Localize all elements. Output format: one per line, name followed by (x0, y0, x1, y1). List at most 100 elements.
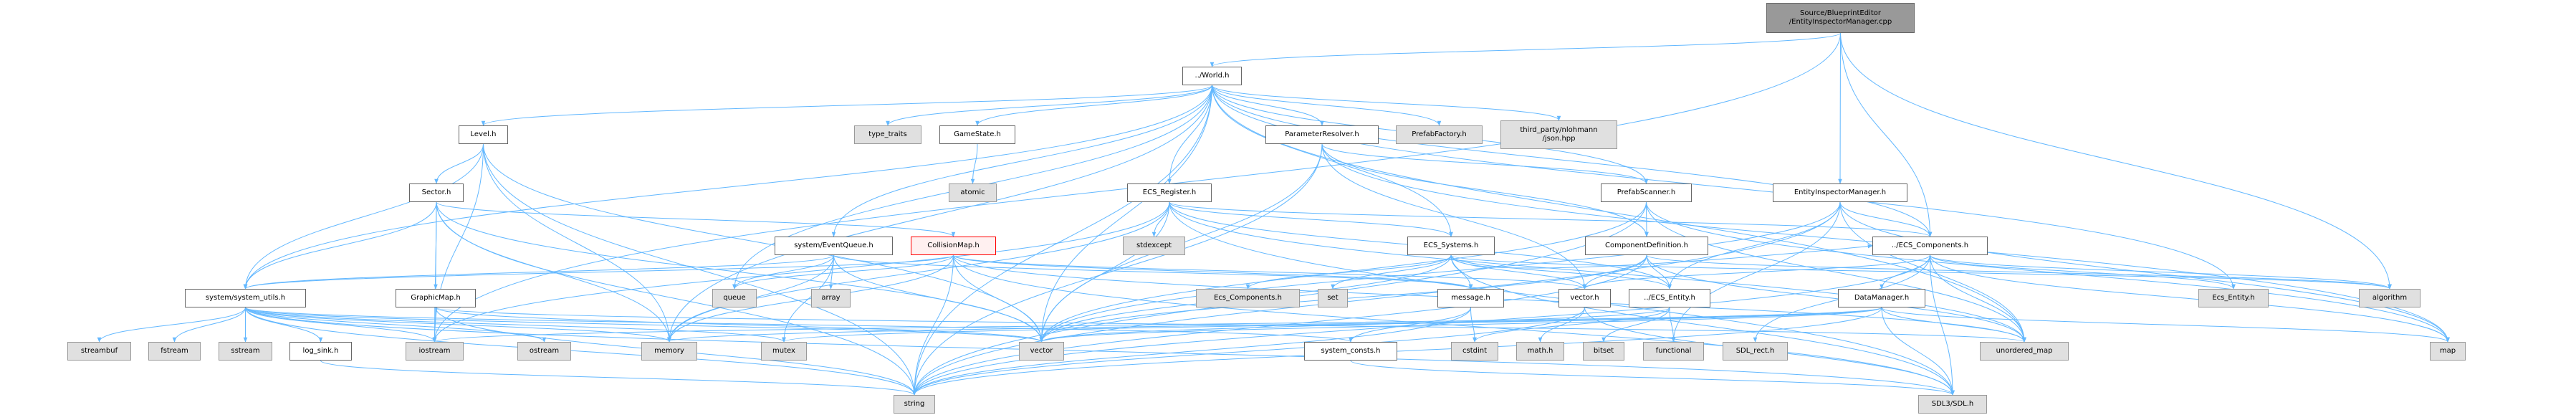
edge-datamanager-to-sdl (1881, 307, 1955, 396)
edge-eimh-to-map (1839, 201, 2450, 343)
node-ecs-entity-h: Ecs_Entity.h (2198, 289, 2269, 307)
edge-compdef-to-vectorh (1582, 254, 1647, 290)
edge-datamanager-to-unordered_map (1881, 307, 2026, 343)
edge-sysutils-to-mutex (245, 307, 786, 343)
edge-world-to-sysutils (243, 85, 1212, 290)
edge-ecsreg-to-ecscomp (1169, 201, 1933, 237)
node-prefabscanner[interactable]: PrefabScanner.h (1601, 183, 1692, 202)
edge-ecscomp-to-vectorh (1582, 254, 1930, 290)
edge-datamanager-to-memory (667, 307, 1882, 343)
node-graphicmap[interactable]: GraphicMap.h (396, 289, 476, 307)
edge-world-to-json (1212, 85, 1561, 121)
edge-ecssys-to-vectorh (1450, 254, 1587, 290)
node-ecsreg[interactable]: ECS_Register.h (1127, 183, 1212, 202)
edge-prefabscanner-to-map (1646, 201, 2450, 343)
edge-cpp-to-ecscomp (1840, 32, 1933, 237)
edge-sysutils-to-memory (245, 307, 671, 343)
edge-compdef-to-unordered_map (1646, 254, 2026, 343)
node-mutex: mutex (761, 342, 807, 361)
edge-graphicmap-to-unordered_map (435, 307, 2026, 343)
edge-ecsreg-to-iostream (432, 201, 1170, 343)
node-gamestate[interactable]: GameState.h (939, 125, 1015, 144)
edge-world-to-ecs_entity_h (1212, 85, 2236, 290)
edge-sector-to-string (436, 201, 916, 396)
edge-cpp-to-algorithm (1840, 32, 2392, 290)
edge-eventqueue-to-sysutils (243, 254, 834, 290)
node-map: map (2430, 342, 2466, 361)
node-sysutils[interactable]: system/system_utils.h (185, 289, 306, 307)
edge-ecsreg-to-vector (1039, 201, 1170, 343)
edge-ecsentity-to-bitset (1601, 307, 1670, 343)
edge-sector-to-collision (436, 201, 956, 237)
node-ecs-components-h: Ecs_Components.h (1196, 289, 1300, 307)
node-algorithm: algorithm (2359, 289, 2421, 307)
node-iostream: iostream (406, 342, 464, 361)
node-sector[interactable]: Sector.h (409, 183, 464, 202)
edge-ecssys-to-ecscomp (1450, 244, 1873, 269)
node-message[interactable]: message.h (1437, 289, 1504, 307)
edge-ecsentity-to-cstdint (1473, 307, 1670, 343)
edge-logsink-to-string (320, 360, 916, 396)
node-collision[interactable]: CollisionMap.h (911, 237, 996, 255)
edge-compdef-to-ecsentity (1646, 254, 1672, 290)
edge-eimh-to-ecscomp (1839, 201, 1933, 237)
edge-world-to-eventqueue (831, 85, 1212, 237)
edge-level-to-iostream (432, 143, 484, 343)
edge-eventqueue-to-message (833, 254, 1473, 290)
edge-world-to-ecscomp (1212, 85, 1933, 237)
node-datamanager[interactable]: DataManager.h (1838, 289, 1925, 307)
node-eimh[interactable]: EntityInspectorManager.h (1773, 183, 1907, 202)
edge-ecssys-to-set (1331, 254, 1452, 290)
edge-ecscomp-to-string (912, 254, 1930, 396)
node-type-traits: type_traits (854, 125, 921, 144)
node-math: math.h (1516, 342, 1564, 361)
node-level[interactable]: Level.h (459, 125, 508, 144)
edge-prefabscanner-to-unordered_map (1646, 201, 2026, 343)
node-json: third_party/nlohmann /json.hpp (1500, 120, 1617, 149)
edge-level-to-memory (483, 143, 671, 343)
edge-sysconsts-to-sdl (1350, 360, 1955, 396)
edge-datamanager-to-mutex (782, 307, 1882, 343)
node-cstdint: cstdint (1451, 342, 1498, 361)
node-ecsentity[interactable]: ../ECS_Entity.h (1629, 289, 1710, 307)
node-sdl: SDL3/SDL.h (1918, 395, 1987, 414)
node-paramres[interactable]: ParameterResolver.h (1265, 125, 1379, 144)
node-string: string (894, 395, 935, 414)
edge-world-to-memory (667, 85, 1212, 343)
node-cpp[interactable]: Source/BlueprintEditor /EntityInspectorM… (1766, 3, 1915, 33)
edge-paramres-to-prefabscanner (1321, 143, 1649, 184)
node-eventqueue[interactable]: system/EventQueue.h (775, 237, 893, 255)
edge-sysutils-to-streambuf (97, 307, 246, 343)
edge-vectorh-to-string (912, 307, 1585, 396)
node-world[interactable]: ../World.h (1182, 67, 1242, 85)
edge-world-to-unordered_map (1212, 85, 2026, 343)
edge-world-to-string (912, 85, 1212, 396)
node-compdef[interactable]: ComponentDefinition.h (1585, 237, 1708, 255)
node-unordered-map: unordered_map (1980, 342, 2069, 361)
node-ecssys[interactable]: ECS_Systems.h (1407, 237, 1495, 255)
node-sysconsts[interactable]: system_consts.h (1304, 342, 1397, 361)
edge-prefabscanner-to-vector (1039, 201, 1647, 343)
edge-collision-to-vectorh (953, 254, 1587, 290)
node-fstream: fstream (148, 342, 201, 361)
edge-eventqueue-to-queue (732, 254, 834, 290)
edge-level-to-sysutils (243, 143, 484, 290)
edge-ecssys-to-sdl (1450, 254, 1955, 396)
edge-datamanager-to-vector (1040, 307, 1882, 343)
edge-collision-to-string (912, 254, 954, 396)
node-atomic: atomic (949, 183, 997, 202)
edge-vectorh-to-math (1538, 307, 1585, 343)
node-bitset: bitset (1583, 342, 1624, 361)
node-vectorh[interactable]: vector.h (1558, 289, 1611, 307)
edge-ecsreg-to-ecssys (1169, 201, 1453, 237)
node-ecscomp[interactable]: ../ECS_Components.h (1872, 237, 1988, 255)
edge-sector-to-iostream (432, 201, 437, 343)
edge-paramres-to-compdef (1321, 143, 1649, 237)
edge-world-to-vector (1039, 85, 1212, 343)
edge-world-to-level (481, 85, 1212, 126)
edge-sysutils-to-iostream (245, 307, 437, 343)
edge-ecscomp-to-map (1930, 254, 2450, 343)
node-logsink[interactable]: log_sink.h (289, 342, 352, 361)
edge-sysutils-to-vector (245, 307, 1044, 343)
